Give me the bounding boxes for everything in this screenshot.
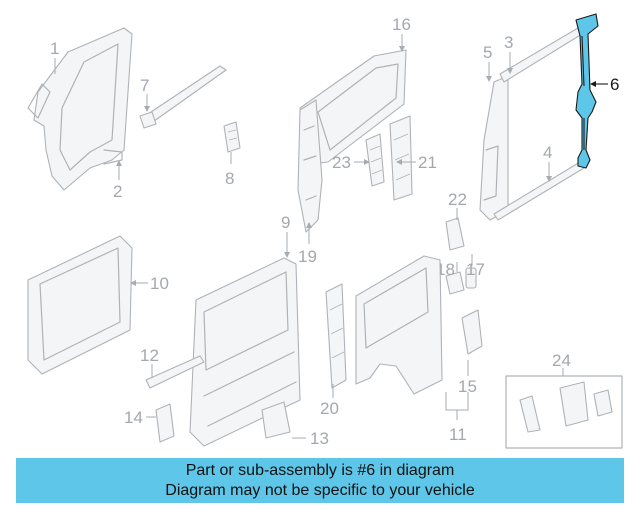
arrow-23 — [364, 159, 370, 165]
callout-22: 22 — [448, 190, 467, 209]
callout-14: 14 — [124, 408, 143, 427]
banner-line-2: Diagram may not be specific to your vehi… — [165, 482, 475, 499]
part-8-bracket[interactable] — [223, 121, 241, 153]
callout-19: 19 — [298, 247, 317, 266]
part-6-highlighted[interactable] — [575, 13, 599, 169]
part-21-reinforcement[interactable] — [389, 115, 413, 201]
arrow-10 — [130, 280, 136, 286]
callout-17: 17 — [466, 260, 485, 279]
callout-10: 10 — [150, 274, 169, 293]
callout-6: 6 — [610, 75, 619, 94]
part-22-bracket[interactable] — [445, 217, 465, 251]
part-20-pillar-inner[interactable] — [325, 283, 347, 389]
arrow-4 — [546, 176, 552, 182]
part-11-quarter-panel[interactable] — [355, 255, 443, 395]
part-19-pillar[interactable] — [297, 99, 323, 233]
callout-3: 3 — [504, 33, 513, 52]
arrow-2 — [116, 160, 122, 166]
arrow-6 — [590, 81, 596, 87]
callout-23: 23 — [332, 153, 351, 172]
part-9-sliding-door[interactable] — [189, 257, 301, 447]
arrow-3 — [507, 68, 513, 74]
part-12-door-rail[interactable] — [145, 355, 205, 389]
part-17-clip[interactable] — [465, 267, 477, 289]
callout-2: 2 — [113, 182, 122, 201]
arrow-16 — [399, 46, 405, 52]
part-24-kit-box[interactable] — [505, 375, 623, 449]
part-7-weatherstrip[interactable] — [139, 65, 227, 129]
part-23-reinforcement[interactable] — [365, 133, 385, 187]
arrow-5 — [486, 76, 492, 82]
exploded-parts-diagram: 1 2 7 8 16 19 23 21 — [27, 13, 623, 449]
part-18-latch[interactable] — [445, 271, 465, 295]
arrow-9 — [284, 252, 290, 258]
callout-5: 5 — [483, 43, 492, 62]
part-5-side-frame[interactable] — [479, 75, 509, 221]
callout-12: 12 — [140, 346, 159, 365]
notice-banner: Part or sub-assembly is #6 in diagram Di… — [16, 458, 624, 503]
callout-15: 15 — [458, 377, 477, 396]
part-15-inner-panel[interactable] — [461, 309, 483, 355]
callout-1: 1 — [50, 39, 59, 58]
leader-11 — [445, 392, 469, 420]
banner-line-1: Part or sub-assembly is #6 in diagram — [185, 462, 455, 479]
part-14-hinge[interactable] — [155, 403, 175, 443]
callout-20: 20 — [320, 399, 339, 418]
arrow-21 — [396, 159, 402, 165]
callout-9: 9 — [281, 213, 290, 232]
part-10-glass-panel[interactable] — [27, 235, 133, 375]
callout-11: 11 — [449, 425, 467, 444]
callout-8: 8 — [225, 169, 234, 188]
callout-4: 4 — [543, 143, 552, 162]
callout-7: 7 — [140, 76, 149, 95]
part-13-plate[interactable] — [261, 401, 291, 439]
callout-24: 24 — [552, 351, 571, 370]
part-1-front-frame[interactable] — [27, 27, 133, 191]
callout-13: 13 — [310, 429, 329, 448]
callout-16: 16 — [392, 15, 411, 34]
callout-21: 21 — [418, 153, 437, 172]
arrow-7 — [144, 106, 150, 112]
arrow-19 — [306, 222, 312, 228]
